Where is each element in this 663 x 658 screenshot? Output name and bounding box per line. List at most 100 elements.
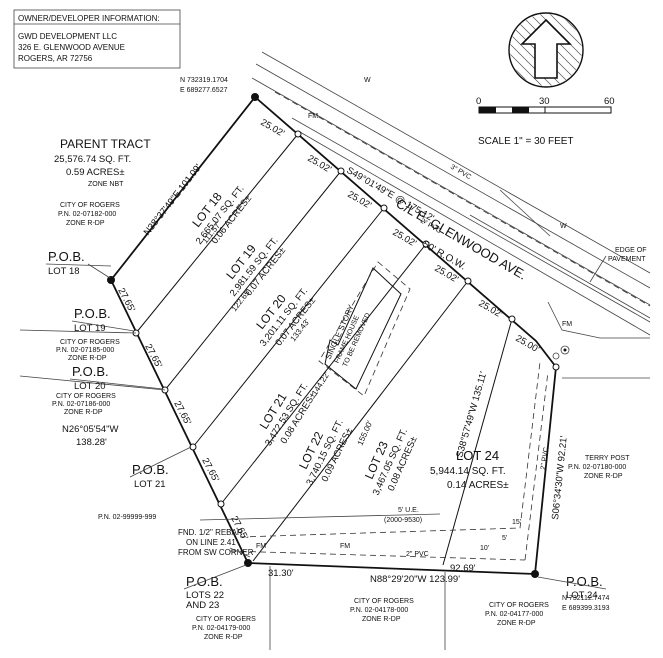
scale-tick-30: 30 xyxy=(539,96,550,107)
bearing-lot22-south: 31.30' xyxy=(268,568,294,579)
svg-text:LOT 21: LOT 21 xyxy=(134,479,166,490)
svg-text:FROM SW CORNER: FROM SW CORNER xyxy=(178,548,254,557)
house-label: SINGLE STORY FRAME HOUSE TO BE REMOVED xyxy=(324,303,372,368)
svg-text:CITY OF ROGERS: CITY OF ROGERS xyxy=(489,602,549,609)
svg-text:5,944.14 SQ. FT.: 5,944.14 SQ. FT. xyxy=(430,466,506,477)
svg-text:ZONE R-DP: ZONE R-DP xyxy=(584,473,623,480)
lot-lines xyxy=(135,133,513,566)
bearing-west-line: N26°05'54"W xyxy=(62,424,119,435)
svg-text:15': 15' xyxy=(512,519,521,526)
lot-corner-pins xyxy=(132,130,560,508)
svg-text:P.O.B.: P.O.B. xyxy=(566,574,603,589)
svg-text:FM: FM xyxy=(340,543,350,550)
svg-text:CITY OF ROGERS: CITY OF ROGERS xyxy=(60,202,120,209)
svg-text:CITY OF ROGERS: CITY OF ROGERS xyxy=(354,598,414,605)
svg-text:LOTS 22: LOTS 22 xyxy=(186,590,224,601)
svg-text:P.N. 02-07180-000: P.N. 02-07180-000 xyxy=(568,464,626,471)
svg-text:25.02': 25.02' xyxy=(391,227,419,249)
svg-text:25.02': 25.02' xyxy=(346,189,374,211)
row-tick xyxy=(499,189,551,237)
svg-text:27.65': 27.65' xyxy=(142,342,164,370)
pob-lot21: P.O.B. LOT 21 xyxy=(129,446,192,490)
coord-se-north: N 732112.7474 xyxy=(562,595,609,602)
svg-text:2" PVC: 2" PVC xyxy=(406,551,429,558)
svg-text:CITY OF ROGERS: CITY OF ROGERS xyxy=(56,393,116,400)
parent-tract-acres: 0.59 ACRES± xyxy=(66,167,125,178)
owner-line2: 326 E. GLENWOOD AVENUE xyxy=(18,43,125,52)
svg-text:LOT 19: LOT 19 xyxy=(74,323,106,334)
neighbor-bottom-left: CITY OF ROGERS P.N. 02-04179-000 ZONE R-… xyxy=(192,616,256,641)
bearing-lot24-line: S38°57'49"W 135.11' xyxy=(454,370,489,459)
svg-text:3" PVC: 3" PVC xyxy=(449,164,472,181)
neighbor-left-low: CITY OF ROGERS P.N. 02-07186-000 ZONE R-… xyxy=(52,393,116,416)
neighbor-bottom-mid: CITY OF ROGERS P.N. 02-04178-000 ZONE R-… xyxy=(350,598,414,623)
parent-tract-title: PARENT TRACT xyxy=(60,137,151,151)
house-footprint xyxy=(318,261,411,397)
lone-parcel-number: P.N. 02-99999-999 xyxy=(98,514,156,521)
svg-text:P.O.B.: P.O.B. xyxy=(48,249,85,264)
easement-label: 5' U.E. xyxy=(398,507,419,514)
svg-text:P.N. 02-04177-000: P.N. 02-04177-000 xyxy=(485,611,543,618)
svg-text:25.00': 25.00' xyxy=(514,333,542,355)
edge-pavement-1: EDGE OF xyxy=(615,247,647,254)
neighbor-bottom-right: CITY OF ROGERS P.N. 02-04177-000 ZONE R-… xyxy=(485,602,549,627)
svg-text:W: W xyxy=(560,223,567,230)
bearing-south-line: N88°29'20"W 123.99' xyxy=(370,574,460,585)
svg-text:P.O.B.: P.O.B. xyxy=(72,364,109,379)
svg-text:P.N. 02-04178-000: P.N. 02-04178-000 xyxy=(350,607,408,614)
svg-text:LOT 20: LOT 20 xyxy=(74,381,106,392)
pob-lot24: P.O.B. LOT 24 xyxy=(537,574,607,601)
svg-text:LOT 18: LOT 18 xyxy=(48,266,80,277)
coord-se-east: E 689399.3193 xyxy=(562,605,610,612)
easement-lines xyxy=(199,361,549,561)
owner-heading: OWNER/DEVELOPER INFORMATION: xyxy=(18,14,160,23)
svg-text:0.14 ACRES±: 0.14 ACRES± xyxy=(447,480,509,491)
neighbor-left-mid: CITY OF ROGERS P.N. 02-07185-000 ZONE R-… xyxy=(56,339,120,362)
scale-tick-60: 60 xyxy=(604,96,615,107)
svg-text:P.N. 02-07185-000: P.N. 02-07185-000 xyxy=(56,347,114,354)
edge-pavement-2: PAVEMENT xyxy=(608,256,646,263)
coord-nw-north: N 732319.1704 xyxy=(180,77,228,84)
north-arrow-icon xyxy=(508,12,584,88)
svg-text:ZONE R-DP: ZONE R-DP xyxy=(497,620,536,627)
svg-text:P.N. 02-07186-000: P.N. 02-07186-000 xyxy=(52,401,110,408)
svg-text:ZONE R-DP: ZONE R-DP xyxy=(362,616,401,623)
parent-tract-sqft: 25,576.74 SQ. FT. xyxy=(54,154,131,165)
svg-text:ZONE R-DP: ZONE R-DP xyxy=(68,355,107,362)
lot-24-label: LOT 24 5,944.14 SQ. FT. 0.14 ACRES± xyxy=(430,448,509,491)
svg-text:2" PVC: 2" PVC xyxy=(540,447,550,470)
svg-text:P.N. 02-04179-000: P.N. 02-04179-000 xyxy=(192,625,250,632)
street-lines xyxy=(251,51,651,339)
pob-lot20: P.O.B. LOT 20 xyxy=(69,364,164,392)
scale-tick-0: 0 xyxy=(476,96,481,107)
svg-text:FM: FM xyxy=(562,321,572,328)
svg-text:FND. 1/2" REBAR: FND. 1/2" REBAR xyxy=(178,528,243,537)
svg-text:AND 23: AND 23 xyxy=(186,600,219,611)
svg-text:ON LINE 2.41': ON LINE 2.41' xyxy=(186,538,238,547)
owner-box-frame xyxy=(13,9,181,69)
svg-text:ZONE R-DP: ZONE R-DP xyxy=(204,634,243,641)
parent-tract-zone: ZONE NBT xyxy=(88,181,124,188)
rebar-note: FND. 1/2" REBAR ON LINE 2.41' FROM SW CO… xyxy=(178,528,254,558)
utility-valve-icon xyxy=(552,345,570,360)
svg-text:W: W xyxy=(364,77,371,84)
edge-pavement-leader xyxy=(589,255,607,283)
svg-text:P.O.B.: P.O.B. xyxy=(74,306,111,321)
owner-info-box: OWNER/DEVELOPER INFORMATION: GWD DEVELOP… xyxy=(13,9,181,69)
svg-text:P.O.B.: P.O.B. xyxy=(132,462,169,477)
owner-line1: GWD DEVELOPMENT LLC xyxy=(18,32,117,41)
bearing-west-dist: 138.28' xyxy=(76,437,107,448)
coord-nw-east: E 689277.6527 xyxy=(180,87,228,94)
rear-distances: 27.65' 27.65' 27.65' 27.65' 27.65' xyxy=(115,286,250,542)
svg-text:ZONE R-DP: ZONE R-DP xyxy=(66,220,105,227)
neighbor-terry-post: TERRY POST P.N. 02-07180-000 ZONE R-DP xyxy=(568,455,630,480)
svg-text:P.N. 02-07182-000: P.N. 02-07182-000 xyxy=(58,211,116,218)
svg-text:CITY OF ROGERS: CITY OF ROGERS xyxy=(196,616,256,623)
svg-text:LOT 24: LOT 24 xyxy=(456,448,499,463)
easement-ref: (2000-9530) xyxy=(384,517,422,524)
scale-label: SCALE 1" = 30 FEET xyxy=(478,136,574,147)
pob-lot18: P.O.B. LOT 18 xyxy=(45,249,112,279)
lot-18-label: LOT 18 2,665.07 SQ. FT. 0.06 ACRES± xyxy=(189,183,254,246)
scale-bar: 0 30 60 SCALE 1" = 30 FEET xyxy=(476,96,615,147)
owner-line3: ROGERS, AR 72756 xyxy=(18,54,93,63)
